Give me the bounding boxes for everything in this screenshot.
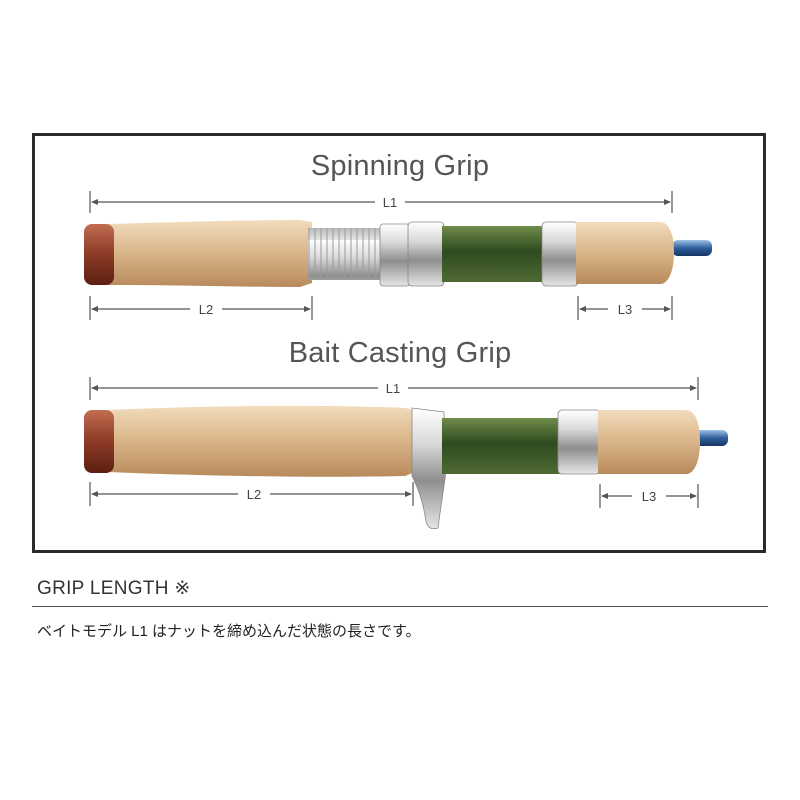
spinning-reel-hood [407,221,445,287]
spinning-l3-dimension: L3 [577,296,673,320]
bait-casting-grip: L1 L2 [84,377,728,530]
caption-divider [32,606,768,607]
spinning-rear-cork [108,220,312,287]
diagram-frame [32,133,766,553]
bait-casting-grip-title: Bait Casting Grip [288,337,512,369]
bait-rear-cork [108,405,415,477]
bait-l1-label: L1 [386,381,400,396]
spinning-nut [379,223,411,287]
spinning-l2-label: L2 [199,302,213,317]
spinning-grip: L1 L2 [84,191,712,320]
bait-l2-dimension: L2 [89,482,414,506]
spinning-reel-seat [442,226,546,282]
spinning-butt-cap [84,224,114,285]
spinning-front-hood [541,221,579,287]
spinning-l3-label: L3 [618,302,632,317]
spinning-fore-cork [576,222,674,284]
spinning-blank [672,240,712,256]
bait-model-note: ベイトモデル L1 はナットを締め込んだ状態の長さです。 [37,623,421,640]
grip-length-heading: GRIP LENGTH ※ [37,578,191,599]
bait-reel-seat [442,418,562,474]
spinning-l2-dimension: L2 [89,296,313,320]
bait-l1-dimension: L1 [89,377,699,400]
bait-l3-label: L3 [642,489,656,504]
bait-l2-label: L2 [247,487,261,502]
bait-front-hood [557,409,601,475]
spinning-threads [308,228,382,280]
bait-blank [694,430,728,446]
bait-trigger [411,407,447,530]
spinning-grip-title: Spinning Grip [310,150,490,182]
spinning-l1-label: L1 [383,195,397,210]
bait-butt-cap [84,410,114,473]
bait-fore-cork [598,410,700,474]
spinning-l1-dimension: L1 [89,191,673,213]
bait-l3-dimension: L3 [599,484,699,508]
